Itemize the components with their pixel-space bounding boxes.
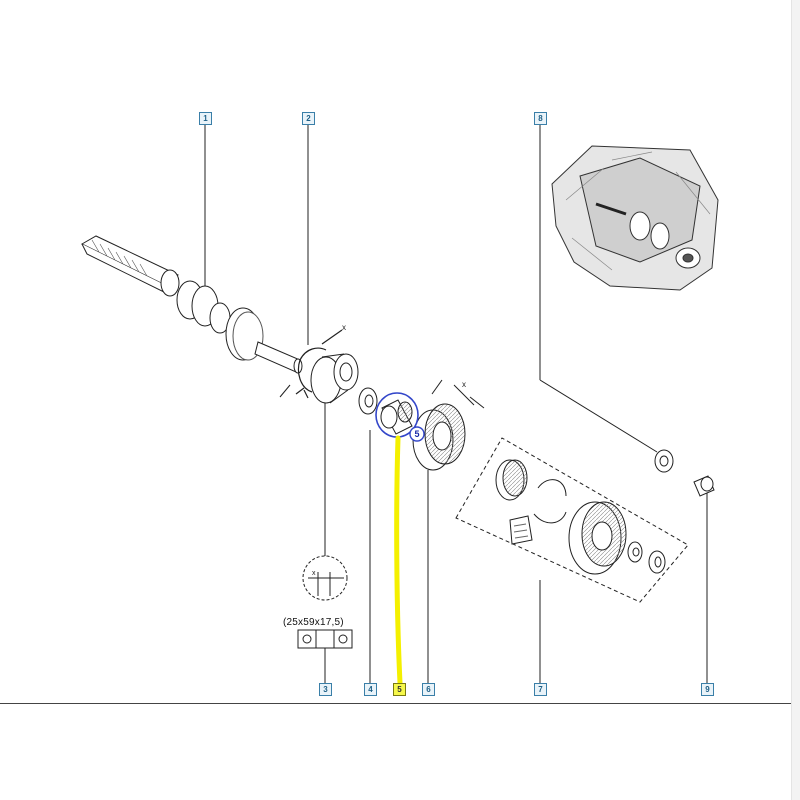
callout-3[interactable]: 3 xyxy=(319,683,332,696)
callout-6[interactable]: 6 xyxy=(422,683,435,696)
snap-ring: x xyxy=(295,323,346,399)
callout-9[interactable]: 9 xyxy=(701,683,714,696)
highlight-circle: 5 xyxy=(375,392,425,442)
svg-text:x: x xyxy=(462,380,466,389)
callout-5[interactable]: 5 xyxy=(393,683,406,696)
yellow-highlight-stroke xyxy=(394,435,403,686)
ball-bearing xyxy=(279,353,359,404)
needle-bearing xyxy=(380,399,413,435)
thrust-washer xyxy=(358,387,378,415)
bearing-size-label: (25x59x17,5) xyxy=(283,617,344,628)
gearbox-inset xyxy=(551,145,719,291)
leader-lines xyxy=(204,124,708,683)
lock-washer-and-nut xyxy=(654,449,715,497)
highlight-marker-number: 5 xyxy=(414,429,419,439)
synchronizer-kit xyxy=(455,437,689,603)
bearing-section-sketch: x xyxy=(297,555,353,649)
svg-text:x: x xyxy=(312,570,316,577)
gear: x xyxy=(412,379,485,471)
callout-7[interactable]: 7 xyxy=(534,683,547,696)
svg-text:x: x xyxy=(342,323,346,332)
right-scroll-edge xyxy=(791,0,800,800)
input-shaft xyxy=(80,235,303,374)
callout-4[interactable]: 4 xyxy=(364,683,377,696)
callout-2[interactable]: 2 xyxy=(302,112,315,125)
callout-1[interactable]: 1 xyxy=(199,112,212,125)
callout-8[interactable]: 8 xyxy=(534,112,547,125)
bottom-divider xyxy=(0,703,800,704)
